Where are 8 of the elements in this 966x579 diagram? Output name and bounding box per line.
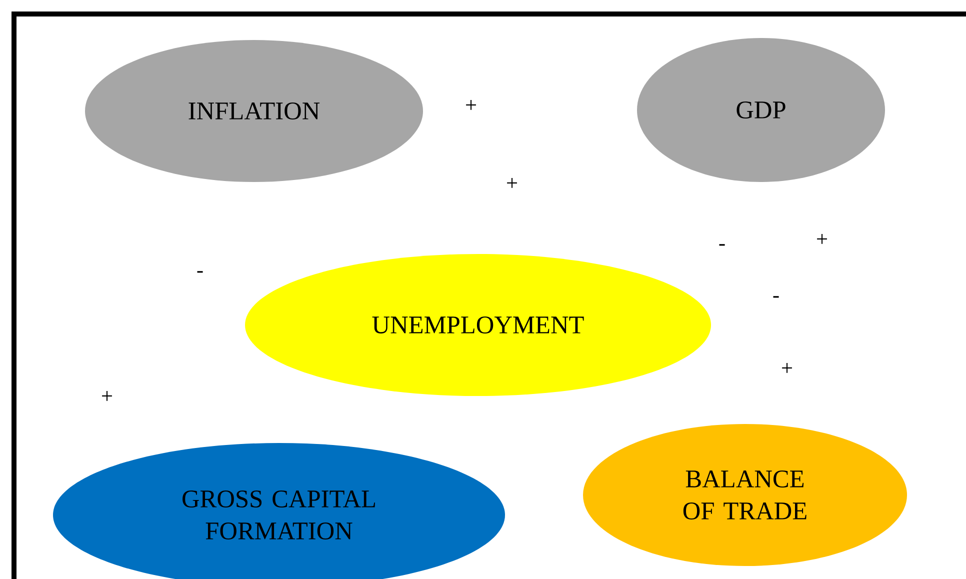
sign: -: [197, 271, 203, 273]
sign: +: [466, 100, 476, 110]
sign: -: [773, 296, 779, 298]
sign: +: [782, 362, 792, 373]
sign: +: [817, 234, 827, 244]
sign: +: [507, 178, 517, 188]
sign: +: [102, 390, 112, 401]
sign: -: [719, 244, 725, 246]
